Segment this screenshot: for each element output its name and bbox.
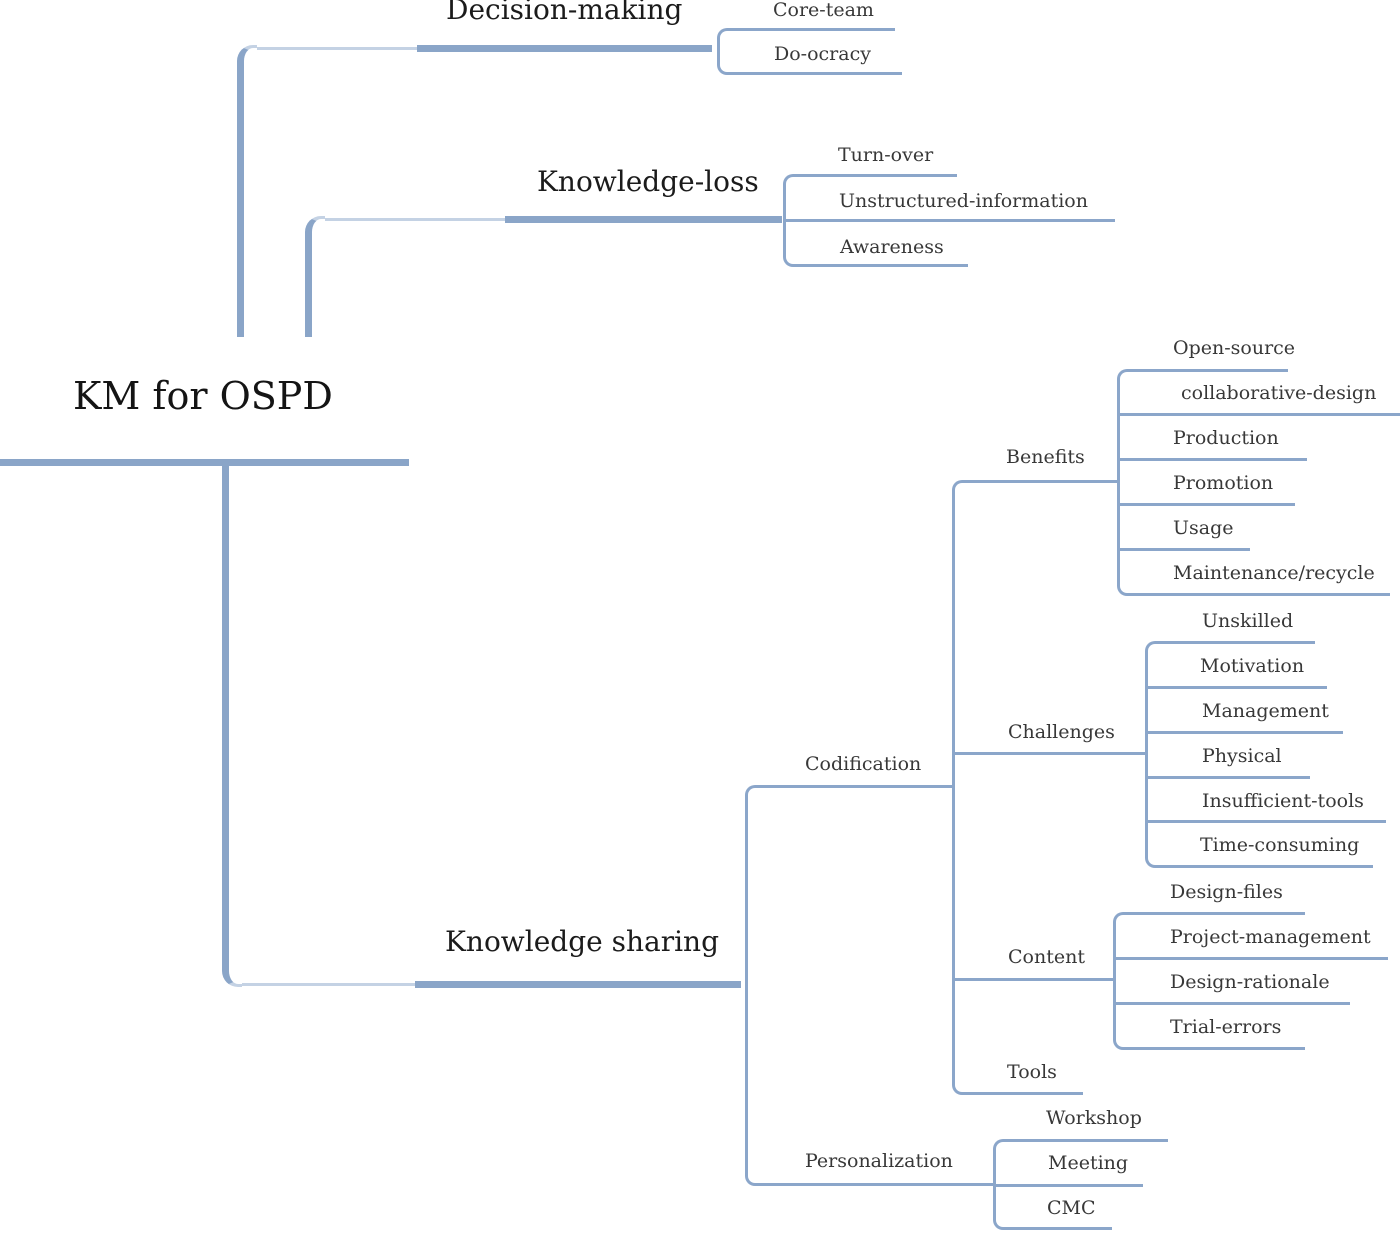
edge-physical <box>1145 776 1310 779</box>
edge-insufficient-tools <box>1145 820 1386 823</box>
decision-making-trunk-vertical <box>237 65 244 337</box>
node-knowledge-sharing: Knowledge sharing <box>445 925 720 958</box>
node-cmc: CMC <box>1047 1197 1096 1219</box>
benefits-bracket-bottom <box>1117 584 1129 596</box>
decision-making-bracket-vertical <box>717 40 720 63</box>
node-maintenance-recycle: Maintenance/recycle <box>1173 562 1375 584</box>
edge-turn-over <box>795 174 957 177</box>
codification-bracket-top <box>952 480 964 492</box>
edge-collaborative-design <box>1117 413 1400 416</box>
edge-trial-errors <box>1125 1047 1305 1050</box>
edge-tools <box>964 1092 1083 1095</box>
knowledge-loss-branch-line <box>505 216 782 223</box>
personalization-bracket-top <box>993 1139 1005 1151</box>
benefits-bracket-vertical <box>1117 381 1120 584</box>
node-production: Production <box>1173 427 1279 449</box>
knowledge-loss-trunk-vertical <box>305 236 312 337</box>
root-node-label: KM for OSPD <box>73 374 333 418</box>
edge-production <box>1117 458 1307 461</box>
knowledge-loss-connector-thin <box>325 218 505 221</box>
edge-unstructured-information <box>783 219 1115 222</box>
node-insufficient-tools: Insufficient-tools <box>1202 790 1364 812</box>
decision-making-bracket-bottom <box>717 63 729 75</box>
decision-making-elbow <box>237 45 257 65</box>
edge-project-management <box>1113 957 1388 960</box>
challenges-bracket-vertical <box>1145 653 1148 856</box>
node-personalization: Personalization <box>805 1150 953 1172</box>
knowledge-sharing-bracket-top <box>745 785 757 797</box>
edge-do-ocracy <box>729 72 902 75</box>
node-workshop: Workshop <box>1046 1107 1142 1129</box>
root-trunk-corner <box>222 967 242 987</box>
personalization-bracket-bottom <box>993 1218 1005 1230</box>
edge-motivation <box>1145 686 1327 689</box>
node-turn-over: Turn-over <box>838 144 934 166</box>
codification-bracket-bottom <box>952 1083 964 1095</box>
edge-design-files <box>1125 912 1305 915</box>
node-awareness: Awareness <box>840 236 944 258</box>
benefits-bracket-top <box>1117 369 1129 381</box>
node-design-files: Design-files <box>1170 881 1283 903</box>
knowledge-sharing-bracket-bottom <box>745 1174 757 1186</box>
root-trunk-vertical <box>222 466 229 967</box>
knowledge-loss-bracket-top <box>783 174 795 186</box>
knowledge-sharing-bracket-vertical <box>745 797 748 1174</box>
edge-management <box>1145 731 1343 734</box>
codification-bracket-vertical <box>952 492 955 1083</box>
edge-meeting <box>993 1184 1143 1187</box>
node-content: Content <box>1008 946 1085 968</box>
node-tools: Tools <box>1007 1061 1057 1083</box>
content-bracket-vertical <box>1113 924 1116 1038</box>
challenges-bracket-top <box>1145 641 1157 653</box>
edge-maintenance-recycle <box>1129 593 1390 596</box>
edge-personalization <box>757 1183 993 1186</box>
knowledge-loss-elbow <box>305 216 325 236</box>
node-project-management: Project-management <box>1170 926 1371 948</box>
node-time-consuming: Time-consuming <box>1200 834 1360 856</box>
node-codification: Codification <box>805 753 922 775</box>
edge-core-team <box>729 28 895 31</box>
node-promotion: Promotion <box>1173 472 1274 494</box>
edge-challenges <box>952 752 1145 755</box>
node-design-rationale: Design-rationale <box>1170 971 1330 993</box>
edge-cmc <box>1005 1227 1112 1230</box>
edge-usage <box>1117 548 1250 551</box>
content-bracket-top <box>1113 912 1125 924</box>
node-unstructured-information: Unstructured-information <box>839 190 1088 212</box>
edge-content <box>952 978 1113 981</box>
decision-making-connector-thin <box>257 47 417 50</box>
node-challenges: Challenges <box>1008 721 1115 743</box>
node-unskilled: Unskilled <box>1202 610 1294 632</box>
edge-workshop <box>1005 1139 1168 1142</box>
decision-making-bracket-top <box>717 28 729 40</box>
node-core-team: Core-team <box>773 0 874 21</box>
knowledge-loss-bracket-bottom <box>783 255 795 267</box>
edge-promotion <box>1117 503 1295 506</box>
edge-time-consuming <box>1157 865 1373 868</box>
edge-benefits <box>964 480 1117 483</box>
edge-codification <box>757 785 952 788</box>
challenges-bracket-bottom <box>1145 856 1157 868</box>
edge-awareness <box>795 264 968 267</box>
edge-unskilled <box>1157 641 1315 644</box>
decision-making-branch-line <box>417 45 712 52</box>
knowledge-sharing-branch-line <box>415 981 741 988</box>
node-decision-making: Decision-making <box>446 0 683 26</box>
node-do-ocracy: Do-ocracy <box>774 43 871 65</box>
node-management: Management <box>1202 700 1329 722</box>
node-benefits: Benefits <box>1006 446 1085 468</box>
node-open-source: Open-source <box>1173 337 1296 359</box>
root-underline <box>0 459 409 466</box>
node-physical: Physical <box>1202 745 1282 767</box>
edge-open-source <box>1129 369 1288 372</box>
content-bracket-bottom <box>1113 1038 1125 1050</box>
node-trial-errors: Trial-errors <box>1170 1016 1282 1038</box>
node-meeting: Meeting <box>1048 1152 1129 1174</box>
knowledge-sharing-connector-thin <box>242 983 415 986</box>
node-knowledge-loss: Knowledge-loss <box>537 165 759 198</box>
node-motivation: Motivation <box>1200 655 1305 677</box>
node-usage: Usage <box>1173 517 1234 539</box>
edge-design-rationale <box>1113 1002 1350 1005</box>
node-collaborative-design: collaborative-design <box>1181 382 1377 404</box>
